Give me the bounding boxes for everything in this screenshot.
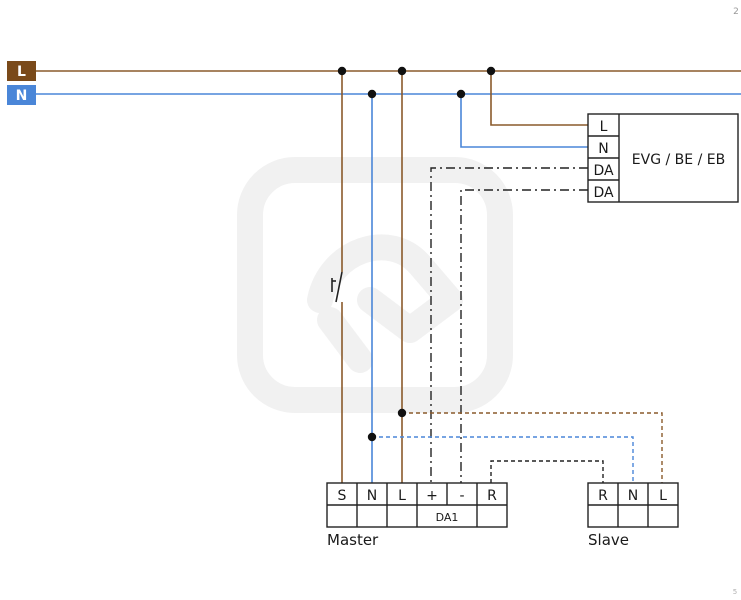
corner-mark-bottom: 5 [733,588,737,596]
master-terminal-s: S [338,488,347,504]
master-terminal-r: R [487,488,497,504]
master-group-label: DA1 [436,511,459,524]
slave-terminal-r: R [598,488,608,504]
master-terminal-plus: + [426,488,438,504]
slave-l-wire [402,412,663,483]
master-terminal-l: L [398,488,406,504]
watermark-logo [237,157,513,413]
rail-n-label: N [16,88,28,104]
slave-block: R N L Slave [587,482,679,549]
ballast-block: L N DA DA EVG / BE / EB [587,113,739,203]
slave-n-wire [372,436,634,483]
rail-l-badge: L [7,61,36,81]
slave-terminal-l: L [659,488,667,504]
ballast-n-wire [460,94,588,148]
ballast-terminal-l: L [600,119,608,135]
rail-n-badge: N [7,85,36,105]
corner-mark-top: 2 [733,7,739,17]
master-terminal-n: N [367,488,377,504]
master-name: Master [327,531,379,549]
rail-l-label: L [17,64,26,80]
junction-dots [337,66,496,442]
slave-terminal-n: N [628,488,638,504]
master-block: S N L + - R DA1 Master [326,482,508,549]
dali-minus-wire [460,189,588,483]
ballast-title: EVG / BE / EB [632,152,725,168]
ballast-l-wire [490,71,588,126]
switch-symbol [331,271,343,303]
ballast-terminal-da1: DA [593,163,614,179]
master-terminal-minus: - [459,488,464,504]
ballast-terminal-n: N [598,141,608,157]
dali-plus-wire [430,167,588,483]
ballast-terminal-da2: DA [593,185,614,201]
slave-name: Slave [588,531,629,549]
r-link-wire [490,460,604,483]
